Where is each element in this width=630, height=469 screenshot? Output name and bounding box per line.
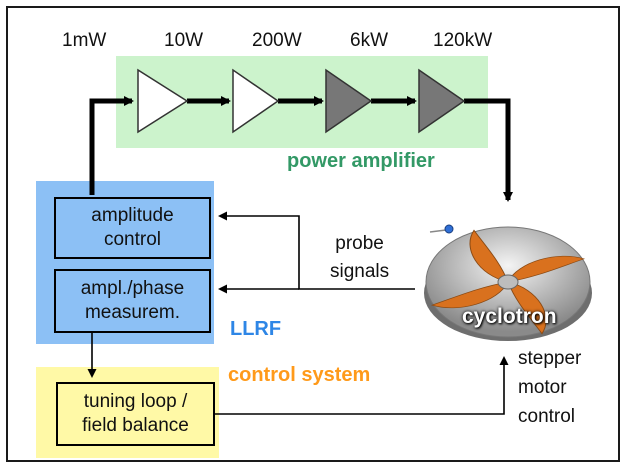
tuning-loop-box: tuning loop / field balance [56,382,215,446]
power-level-10w: 10W [164,30,204,51]
power-amplifier-label: power amplifier [287,150,435,172]
input-line [89,96,134,195]
output-line [464,98,513,202]
tuning-to-stepper-line [215,356,509,415]
amplifier-stage-3 [325,68,373,134]
amplitude-control-box: amplitude control [54,197,211,259]
cyclotron-label: cyclotron [462,305,557,328]
probe-signals-label: probe signals [330,233,390,282]
amplifier-stage-2 [232,68,280,134]
control-system-label: control system [228,364,371,386]
llrf-label: LLRF [230,318,282,340]
power-level-200w: 200W [252,30,302,51]
llrf-panel [36,181,214,344]
amplifier-stage-4 [418,68,466,134]
power-level-6kw: 6kW [350,30,388,51]
measurement-box: ampl./phase measurem. [54,269,211,333]
power-level-120kw: 120kW [433,30,493,51]
power-level-1mw: 1mW [62,30,107,51]
cyclotron-image [424,224,592,341]
probe-to-amplitude-line [218,211,415,290]
amplifier-stage-1 [137,68,189,134]
stepper-motor-label: stepper motor control [518,348,582,427]
